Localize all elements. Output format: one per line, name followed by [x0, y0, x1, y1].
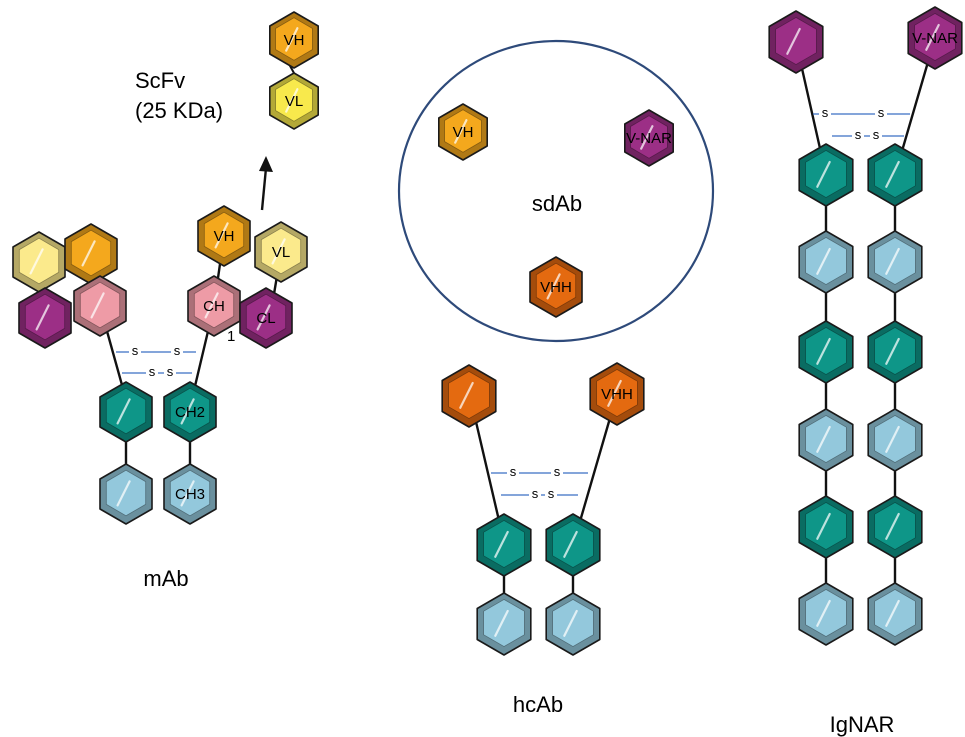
ignar-c5-left: [798, 495, 854, 559]
mab-ch2-left: [99, 381, 153, 443]
hcab-ch3-left: [476, 592, 532, 656]
extras: [259, 39, 715, 343]
ignar-c3-left: [798, 320, 854, 384]
sdab-vnar-label: V-NAR: [626, 130, 672, 147]
ignar-c2-left: [798, 230, 854, 294]
hcab-ch2-left: [476, 513, 532, 577]
ignar-disulfide-2-s2: s: [873, 127, 880, 142]
hcab-disulfide-1-s1: s: [510, 464, 517, 479]
mab-ch3-left: [99, 463, 153, 525]
sdab-vh: VH: [437, 103, 489, 161]
ignar-c6-left: [798, 582, 854, 646]
mab-disulfide-2-s1: s: [149, 364, 156, 379]
label-sdab: sdAb: [532, 191, 582, 216]
mab-vl-left: [12, 231, 66, 293]
ignar-c2-right: [867, 230, 923, 294]
scfv-vh-label: VH: [284, 32, 305, 49]
label-ignar: IgNAR: [830, 712, 895, 737]
hcab-disulfide-1-s2: s: [554, 464, 561, 479]
ignar-c5-right: [867, 495, 923, 559]
ignar-c4-right: [867, 408, 923, 472]
ignar-vnar-right: V-NAR: [907, 6, 963, 70]
label-scfv-line1: ScFv: [135, 68, 185, 93]
mab-cl-left: [18, 287, 72, 349]
ignar-disulfide-2-s1: s: [855, 127, 862, 142]
scfv-vh: VH: [268, 11, 320, 69]
mab-cl-right: CL: [239, 287, 293, 349]
ignar-c4-left: [798, 408, 854, 472]
sdab-vh-label: VH: [453, 124, 474, 141]
ignar-c6-right: [867, 582, 923, 646]
hcab-vhh-left: [441, 364, 497, 428]
sdab-vhh-label: VHH: [540, 279, 572, 296]
hcab-disulfide-2-s1: s: [532, 486, 539, 501]
scfv-arrow: [259, 156, 273, 211]
mab-vh-right-label: VH: [214, 228, 235, 245]
ignar-vnar-left: [768, 10, 824, 74]
hcab-disulfide-2-s2: s: [548, 486, 555, 501]
mab-vh-left: [64, 223, 118, 285]
mab-vh-right: VH: [197, 205, 251, 267]
mab-disulfide-1-s1: s: [132, 343, 139, 358]
hcab-ch3-right: [545, 592, 601, 656]
ignar-c1-left: [798, 143, 854, 207]
label-scfv-line2: (25 KDa): [135, 98, 223, 123]
hcab-vhh-right-label: VHH: [601, 386, 633, 403]
scfv-vl-label: VL: [285, 93, 303, 110]
sdab-circle: [397, 39, 715, 343]
ignar-c1-right: [867, 143, 923, 207]
ignar-disulfide-1-s2: s: [878, 105, 885, 120]
label-mab: mAb: [143, 566, 188, 591]
mab-ch2-right: CH2: [163, 381, 217, 443]
mab-cl-right-label: CL: [256, 310, 275, 327]
mab-ch3-right: CH3: [163, 463, 217, 525]
mab-ch1-right: CH: [187, 275, 241, 337]
sdab-vnar: V-NAR: [623, 109, 675, 167]
sdab-vhh: VHH: [529, 256, 583, 318]
mab-vl-right-label: VL: [272, 244, 290, 261]
mab-ch1-right-label: CH: [203, 298, 225, 315]
mab-disulfide-2-s2: s: [167, 364, 174, 379]
mab-vl-right: VL: [254, 221, 308, 283]
mab-disulfide-1-s2: s: [174, 343, 181, 358]
mab-ch1-left: [73, 275, 127, 337]
ignar-c3-right: [867, 320, 923, 384]
mab-ch3-right-label: CH3: [175, 486, 205, 503]
mab-ch2-right-label: CH2: [175, 404, 205, 421]
label-hcab: hcAb: [513, 692, 563, 717]
hcab-ch2-right: [545, 513, 601, 577]
ignar-disulfide-1-s1: s: [822, 105, 829, 120]
mab-ch1-right-subscript: 1: [227, 328, 235, 345]
hcab-vhh-right: VHH: [589, 362, 645, 426]
ignar-vnar-right-label: V-NAR: [912, 30, 958, 47]
scfv-vl: VL: [268, 72, 320, 130]
